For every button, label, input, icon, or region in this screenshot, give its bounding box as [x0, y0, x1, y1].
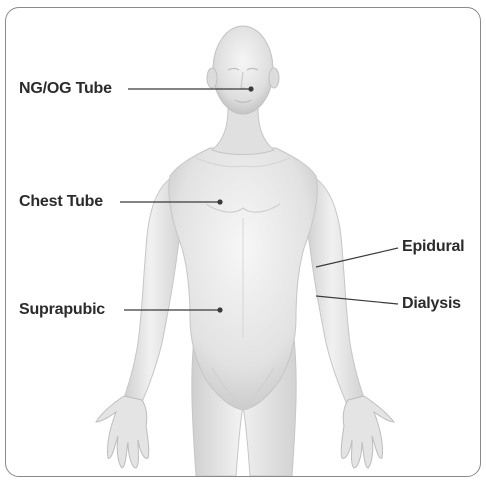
epidural-leader-line: [316, 248, 398, 267]
label-ng-og-tube: NG/OG Tube: [19, 80, 112, 98]
label-epidural: Epidural: [402, 238, 464, 256]
diagram-panel: NG/OG Tube Chest Tube Suprapubic Epidura…: [5, 7, 481, 477]
dialysis-leader-line: [316, 296, 398, 304]
ng-og-pointer-dot: [248, 86, 253, 91]
suprapubic-pointer-dot: [217, 307, 222, 312]
chest-tube-pointer-dot: [217, 199, 222, 204]
label-dialysis: Dialysis: [402, 295, 461, 313]
label-suprapubic: Suprapubic: [19, 301, 105, 319]
label-chest-tube: Chest Tube: [19, 193, 103, 211]
